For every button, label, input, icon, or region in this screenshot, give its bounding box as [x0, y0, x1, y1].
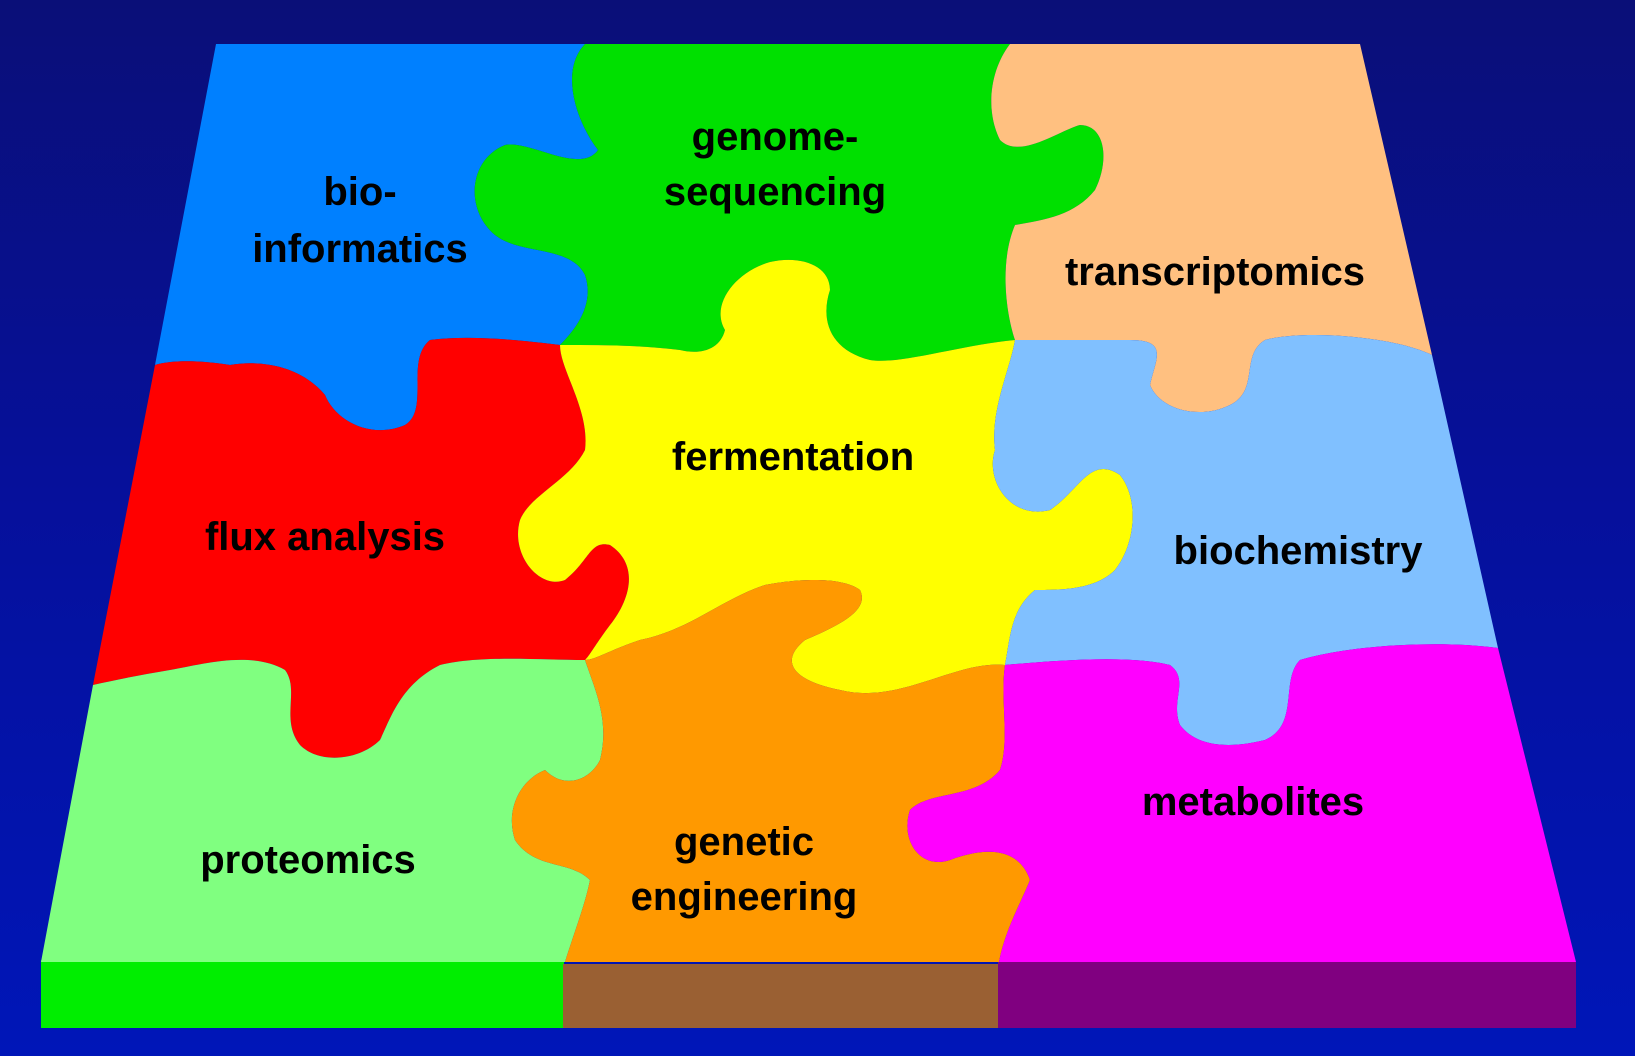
label-line: genetic [674, 820, 814, 864]
label-line: sequencing [664, 170, 886, 214]
label-biochemistry: biochemistry [1174, 529, 1424, 573]
label-metabolites: metabolites [1142, 780, 1364, 824]
label-transcriptomics: transcriptomics [1065, 250, 1365, 294]
label-proteomics: proteomics [200, 838, 416, 882]
label-line: bio- [323, 170, 396, 214]
label-line: genome- [692, 115, 859, 159]
edge-left [41, 960, 564, 1028]
label-line: engineering [631, 875, 858, 919]
edge-right [998, 962, 1576, 1028]
label-flux-analysis: flux analysis [205, 515, 445, 559]
label-line: informatics [252, 227, 468, 271]
label-fermentation: fermentation [672, 435, 914, 479]
edge-middle [563, 964, 999, 1028]
